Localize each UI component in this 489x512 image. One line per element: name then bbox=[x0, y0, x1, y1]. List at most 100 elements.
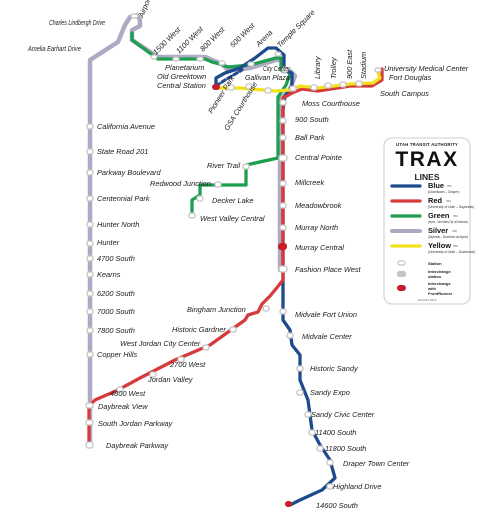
station-marker-hunter-north[interactable] bbox=[86, 221, 94, 228]
station-marker-river-trail[interactable] bbox=[242, 163, 250, 170]
legend-silver-name: Silver bbox=[428, 226, 448, 235]
station-marker-umc[interactable] bbox=[374, 67, 382, 73]
station-marker-draper[interactable] bbox=[326, 459, 334, 466]
station-marker-daybreak-pkwy[interactable] bbox=[85, 441, 94, 449]
frontrunner-central-station[interactable] bbox=[212, 84, 220, 90]
station-marker-historic-gardner[interactable] bbox=[229, 326, 237, 333]
station-marker-11800[interactable] bbox=[316, 445, 324, 452]
station-marker-4800w[interactable] bbox=[116, 386, 124, 393]
legend-key-station: Station bbox=[428, 261, 442, 266]
yellow-line bbox=[214, 70, 382, 93]
station-marker-decker[interactable] bbox=[196, 195, 204, 202]
station-marker-midvale-fort-union[interactable] bbox=[279, 308, 287, 315]
station-marker-copper-hills[interactable] bbox=[86, 351, 94, 358]
label-south-jordan-pkwy: South Jordan Parkway bbox=[98, 419, 174, 428]
legend-yellow-desc: (University of Utah – Downtown) bbox=[428, 250, 475, 254]
station-marker-kearns[interactable] bbox=[86, 271, 94, 278]
station-marker-7000s[interactable] bbox=[86, 308, 94, 315]
label-temple-square: Temple Square bbox=[275, 8, 317, 50]
label-city-center: City Center bbox=[263, 66, 291, 73]
station-marker-meadowbrook[interactable] bbox=[279, 202, 287, 209]
station-marker-ballpark[interactable] bbox=[279, 134, 287, 141]
label-midvale-fort-union: Midvale Fort Union bbox=[295, 310, 357, 319]
station-marker-moss[interactable] bbox=[279, 99, 287, 106]
legend-key-interchange-1: Interchange bbox=[428, 269, 451, 274]
station-marker-sr201[interactable] bbox=[86, 148, 94, 155]
station-marker-wjc[interactable] bbox=[202, 344, 210, 351]
station-marker-california[interactable] bbox=[86, 123, 94, 130]
label-highland: Highland Drive bbox=[333, 482, 381, 491]
label-500w: 500 West bbox=[228, 20, 257, 49]
label-south-campus: South Campus bbox=[380, 89, 429, 98]
label-amelia-earhart: Amelia Earhart Drive bbox=[27, 44, 81, 53]
label-4700s: 4700 South bbox=[97, 254, 135, 263]
station-marker-historic-sandy[interactable] bbox=[296, 365, 304, 372]
station-marker-gallivan[interactable] bbox=[289, 85, 297, 92]
label-old-greektown: Old Greektown bbox=[157, 72, 206, 81]
station-marker-murray-north[interactable] bbox=[279, 224, 287, 231]
silver-line bbox=[87, 12, 298, 448]
legend-blue-name: Blue bbox=[428, 181, 444, 190]
station-marker-millcreek[interactable] bbox=[279, 180, 287, 187]
station-marker-pioneer[interactable] bbox=[245, 83, 253, 90]
label-900e: 900 East bbox=[345, 49, 354, 79]
label-sr201: State Road 201 bbox=[97, 147, 148, 156]
station-marker-6200s[interactable] bbox=[86, 290, 94, 297]
label-sandy-expo: Sandy Expo bbox=[310, 388, 350, 397]
station-marker-7800s[interactable] bbox=[86, 327, 94, 334]
station-marker-2700w[interactable] bbox=[177, 356, 185, 363]
station-marker-1100w[interactable] bbox=[172, 56, 180, 62]
station-marker-1500w[interactable] bbox=[150, 54, 158, 60]
legend-green-name: Green bbox=[428, 211, 450, 220]
downtown-dashed-segment bbox=[214, 68, 244, 88]
station-marker-gsa[interactable] bbox=[264, 87, 272, 94]
red-line bbox=[87, 67, 384, 447]
legend-green-desc: (Airport – West Valley City via Downtown… bbox=[428, 220, 468, 224]
station-marker-arena[interactable] bbox=[247, 61, 255, 67]
label-library: Library bbox=[313, 55, 322, 79]
station-marker-sandy-civic[interactable] bbox=[304, 411, 312, 418]
station-marker-11400[interactable] bbox=[308, 429, 316, 436]
label-14600s: 14600 South bbox=[316, 501, 358, 510]
label-moss-courthouse: Moss Courthouse bbox=[302, 99, 360, 108]
station-marker-parkway[interactable] bbox=[86, 169, 94, 176]
station-marker-airport[interactable] bbox=[130, 13, 139, 19]
station-marker-stadium[interactable] bbox=[355, 80, 363, 87]
station-marker-highland[interactable] bbox=[326, 483, 334, 490]
station-marker-library[interactable] bbox=[310, 84, 318, 91]
legend-station-swatch bbox=[397, 260, 406, 266]
station-marker-south-jordan[interactable] bbox=[85, 419, 94, 426]
label-daybreak-pkwy: Daybreak Parkway bbox=[106, 441, 169, 450]
station-marker-trolley[interactable] bbox=[324, 82, 332, 89]
legend-silver-desc: (Daybreak – Downtown via Airport) bbox=[428, 235, 468, 239]
station-marker-planetarium[interactable] bbox=[227, 84, 235, 91]
station-marker-city-center[interactable] bbox=[281, 66, 289, 73]
station-marker-hunter[interactable] bbox=[86, 240, 94, 247]
frontrunner-14600s[interactable] bbox=[285, 501, 292, 507]
label-central-pointe: Central Pointe bbox=[295, 153, 342, 162]
station-marker-4700s[interactable] bbox=[86, 255, 94, 262]
station-marker-bingham[interactable] bbox=[262, 305, 270, 312]
label-jordan-valley: Jordan Valley bbox=[147, 375, 194, 384]
label-bingham-junction: Bingham Junction bbox=[187, 305, 246, 314]
label-11800s: 11800 South bbox=[325, 444, 366, 453]
station-marker-central-pointe[interactable] bbox=[278, 154, 288, 162]
station-marker-west-valley[interactable] bbox=[188, 212, 196, 219]
station-marker-jordan-valley[interactable] bbox=[149, 371, 157, 378]
station-marker-sandy-expo[interactable] bbox=[296, 389, 304, 396]
frontrunner-murray-central[interactable] bbox=[278, 243, 287, 250]
legend-red-name: Red bbox=[428, 196, 442, 205]
station-marker-900s[interactable] bbox=[279, 117, 287, 124]
station-marker-900e[interactable] bbox=[339, 81, 347, 88]
station-marker-centennial[interactable] bbox=[86, 195, 94, 202]
label-900s: 900 South bbox=[295, 115, 329, 124]
station-marker-daybreak-view[interactable] bbox=[85, 402, 94, 409]
frontrunner-markers bbox=[212, 84, 292, 507]
station-marker-temple[interactable] bbox=[274, 51, 282, 57]
station-marker-fashion-place[interactable] bbox=[278, 265, 288, 273]
station-marker-redwood[interactable] bbox=[214, 181, 222, 188]
station-marker-midvale-center[interactable] bbox=[286, 332, 294, 339]
station-marker-800w[interactable] bbox=[196, 56, 204, 62]
station-marker-500w[interactable] bbox=[218, 60, 226, 66]
